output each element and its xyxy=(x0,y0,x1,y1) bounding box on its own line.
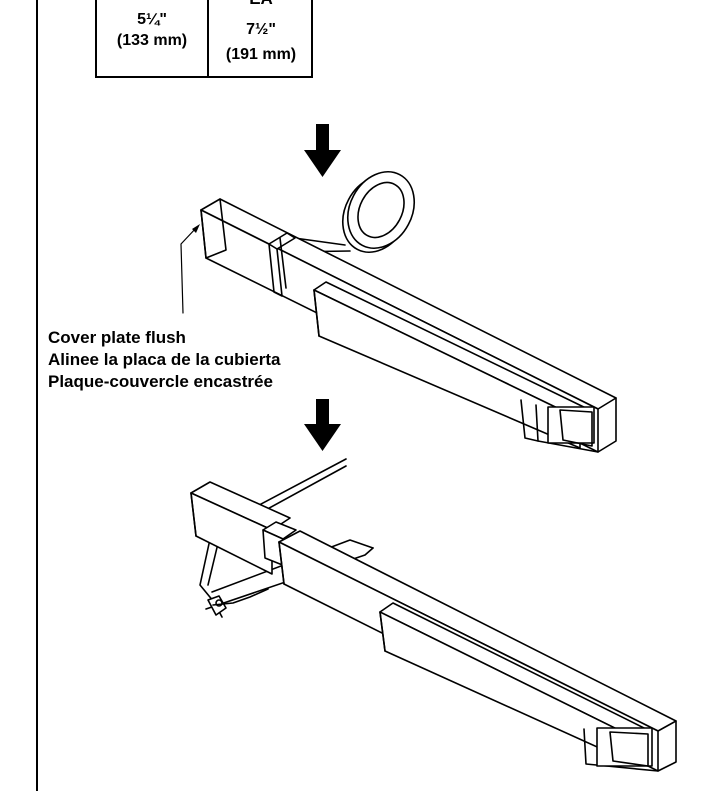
dimension-cell-right: EA 7½" (191 mm) xyxy=(209,0,313,76)
right-value-mm: (191 mm) xyxy=(225,46,297,63)
left-value-mm: (133 mm) xyxy=(116,32,188,49)
dimension-cell-left: 5¼" (133 mm) xyxy=(97,0,209,76)
caption-french: Plaque-couvercle encastrée xyxy=(48,372,273,391)
right-value-inches: 7½" xyxy=(246,21,276,38)
down-arrow-icon xyxy=(304,399,341,451)
right-header-label: EA xyxy=(209,0,313,9)
tape-roll-icon xyxy=(279,171,415,253)
cover-plate-caption: Cover plate flush Alinee la placa de la … xyxy=(48,327,280,393)
left-margin-rule xyxy=(36,0,38,791)
leader-line xyxy=(180,226,198,314)
caption-english: Cover plate flush xyxy=(48,328,186,347)
upper-raceway-assembly xyxy=(200,198,617,453)
dimension-table: 5¼" (133 mm) EA 7½" (191 mm) xyxy=(95,0,313,78)
lower-raceway-assembly xyxy=(190,481,677,772)
left-value-inches: 5¼" xyxy=(137,11,167,28)
caption-spanish: Alinee la placa de la cubierta xyxy=(48,350,281,369)
down-arrow-icon xyxy=(304,124,341,177)
